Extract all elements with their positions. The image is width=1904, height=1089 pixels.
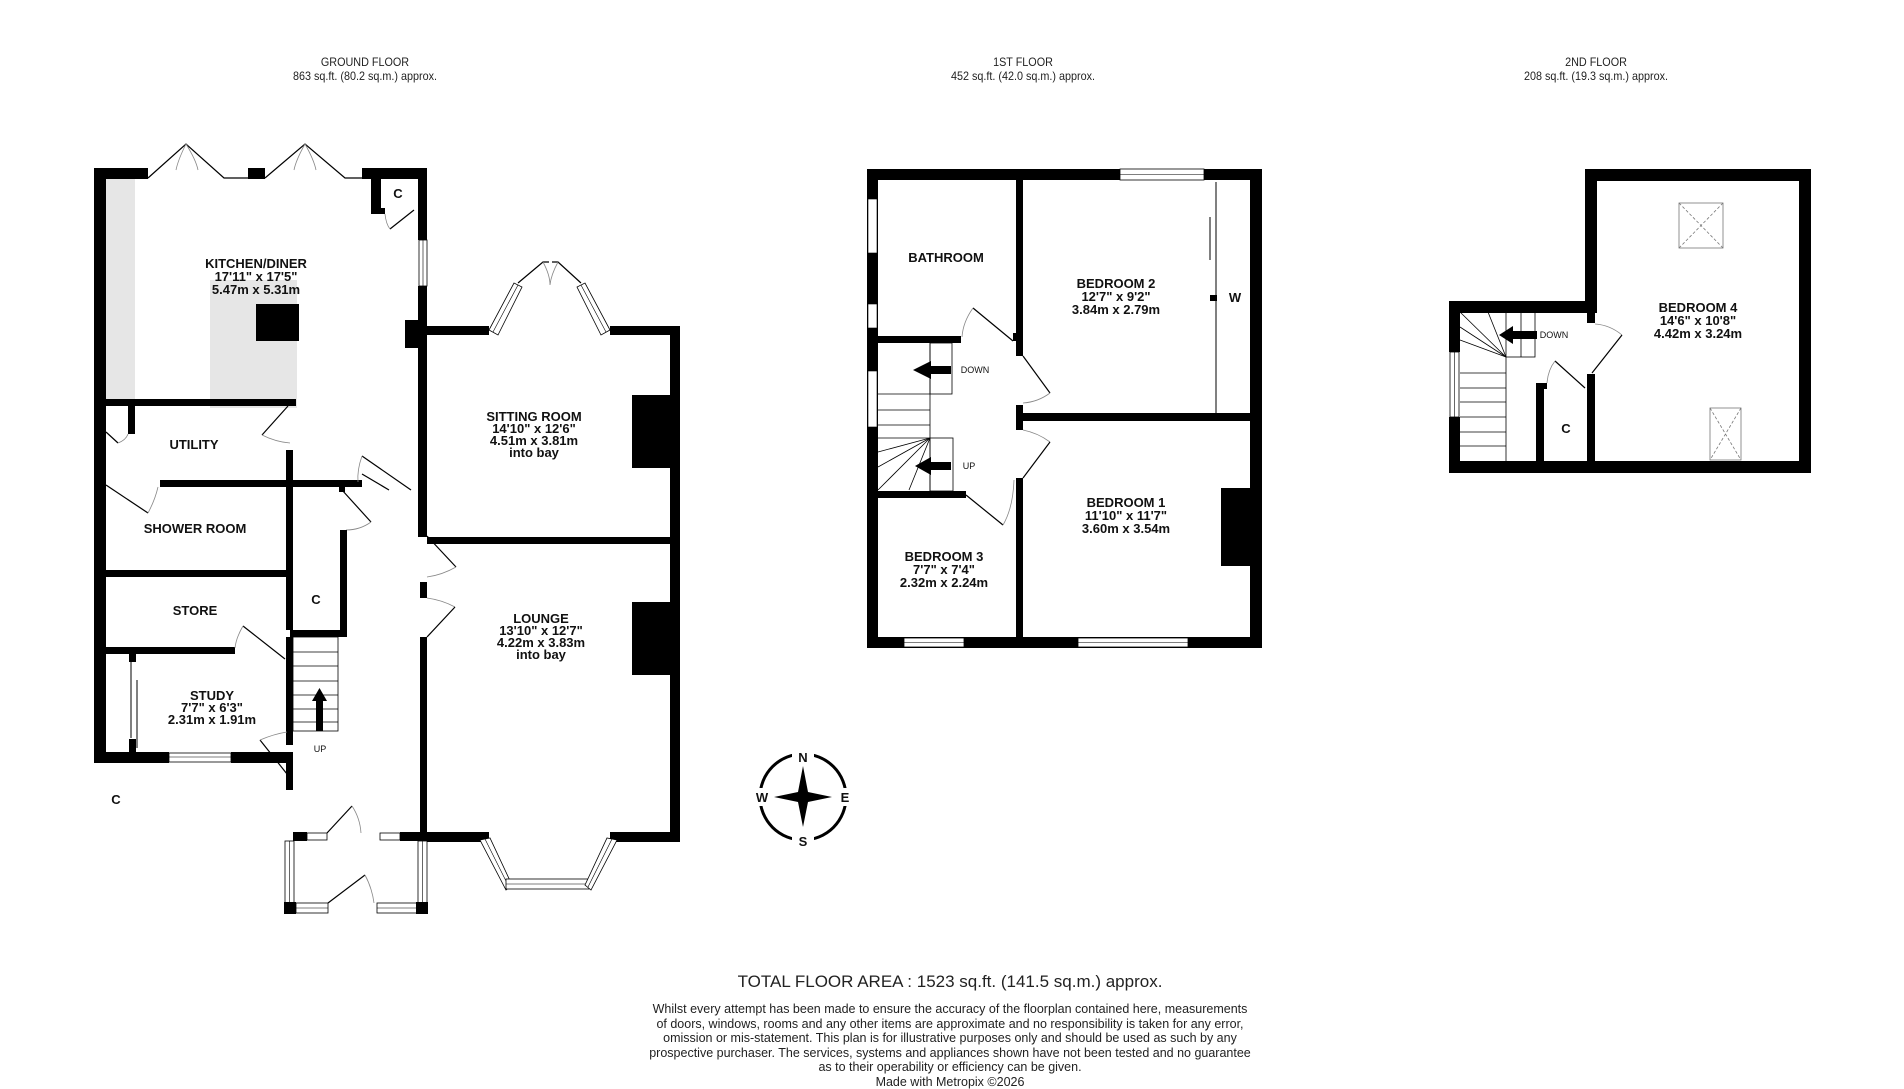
stair-down-arrow — [930, 366, 951, 374]
room-bedroom-2: BEDROOM 2 12'7" x 9'2" 3.84m x 2.79m — [1072, 276, 1160, 317]
compass-star-icon — [774, 766, 832, 827]
room-utility: UTILITY — [169, 437, 218, 452]
chimney-breast — [1221, 488, 1252, 566]
svg-text:5.47m x 5.31m: 5.47m x 5.31m — [212, 282, 300, 297]
kitchen-range — [256, 304, 299, 341]
second-cupboard-label: C — [1561, 421, 1571, 436]
second-floor-plan: C DOWN BEDROOM 4 14'6" x 10'8" 4.42m x 3… — [1449, 169, 1811, 473]
hall-cupboard-label: C — [311, 592, 321, 607]
room-lounge: LOUNGE 13'10" x 12'7" 4.22m x 3.83m into… — [497, 611, 585, 662]
svg-text:3.84m x 2.79m: 3.84m x 2.79m — [1072, 302, 1160, 317]
disclaimer-line: of doors, windows, rooms and any other i… — [580, 1017, 1320, 1032]
room-bedroom-1: BEDROOM 1 11'10" x 11'7" 3.60m x 3.54m — [1082, 495, 1170, 536]
room-study: STUDY 7'7" x 6'3" 2.31m x 1.91m — [168, 688, 256, 727]
ground-floor-plan: C C — [94, 144, 680, 914]
wardrobe-label: W — [1229, 290, 1242, 305]
window — [169, 753, 231, 762]
svg-text:3.60m x 3.54m: 3.60m x 3.54m — [1082, 521, 1170, 536]
stair-down-arrow — [1512, 331, 1537, 339]
room-shower-room: SHOWER ROOM — [144, 521, 247, 536]
first-floor-plan: W DOWN UP — [867, 169, 1262, 648]
room-kitchen-diner: KITCHEN/DINER 17'11" x 17'5" 5.47m x 5.3… — [205, 256, 307, 297]
svg-text:2.32m x 2.24m: 2.32m x 2.24m — [900, 575, 988, 590]
disclaimer-line: Whilst every attempt has been made to en… — [580, 1002, 1320, 1017]
svg-text:into bay: into bay — [516, 647, 567, 662]
disclaimer-line: omission or mis-statement. This plan is … — [580, 1031, 1320, 1046]
study-cupboard-label: C — [111, 792, 121, 807]
disclaimer: Whilst every attempt has been made to en… — [580, 1002, 1320, 1089]
svg-text:2.31m x 1.91m: 2.31m x 1.91m — [168, 712, 256, 727]
room-sitting-room: SITTING ROOM 14'10" x 12'6" 4.51m x 3.81… — [486, 409, 581, 460]
ground-up-label: UP — [314, 744, 327, 754]
first-down-label: DOWN — [961, 365, 990, 375]
room-store: STORE — [173, 603, 218, 618]
disclaimer-line: prospective purchaser. The services, sys… — [580, 1046, 1320, 1061]
total-floor-area: TOTAL FLOOR AREA : 1523 sq.ft. (141.5 sq… — [580, 972, 1320, 992]
svg-text:into bay: into bay — [509, 445, 560, 460]
room-bedroom-3: BEDROOM 3 7'7" x 7'4" 2.32m x 2.24m — [900, 549, 988, 590]
svg-text:N: N — [798, 750, 807, 765]
stair-up-arrow — [930, 462, 951, 470]
room-bathroom: BATHROOM — [908, 250, 984, 265]
kitchen-island — [210, 280, 297, 408]
disclaimer-line: as to their operability or efficiency ca… — [580, 1060, 1320, 1075]
wall — [94, 168, 106, 759]
svg-text:W: W — [756, 790, 769, 805]
kitchen-worktop — [106, 178, 135, 400]
compass-rose: N S E W — [754, 747, 853, 849]
first-up-label: UP — [963, 461, 976, 471]
chimney-breast — [632, 602, 672, 675]
metropix-credit: Made with Metropix ©2026 — [580, 1075, 1320, 1089]
svg-text:4.42m x 3.24m: 4.42m x 3.24m — [1654, 326, 1742, 341]
second-down-label: DOWN — [1540, 330, 1569, 340]
staircase — [293, 637, 338, 731]
chimney-breast — [632, 395, 672, 468]
stair-up-arrow — [316, 700, 323, 731]
room-bedroom-4: BEDROOM 4 14'6" x 10'8" 4.42m x 3.24m — [1654, 300, 1742, 341]
svg-text:E: E — [841, 790, 850, 805]
svg-text:S: S — [799, 834, 808, 849]
kitchen-cupboard-label: C — [393, 186, 403, 201]
